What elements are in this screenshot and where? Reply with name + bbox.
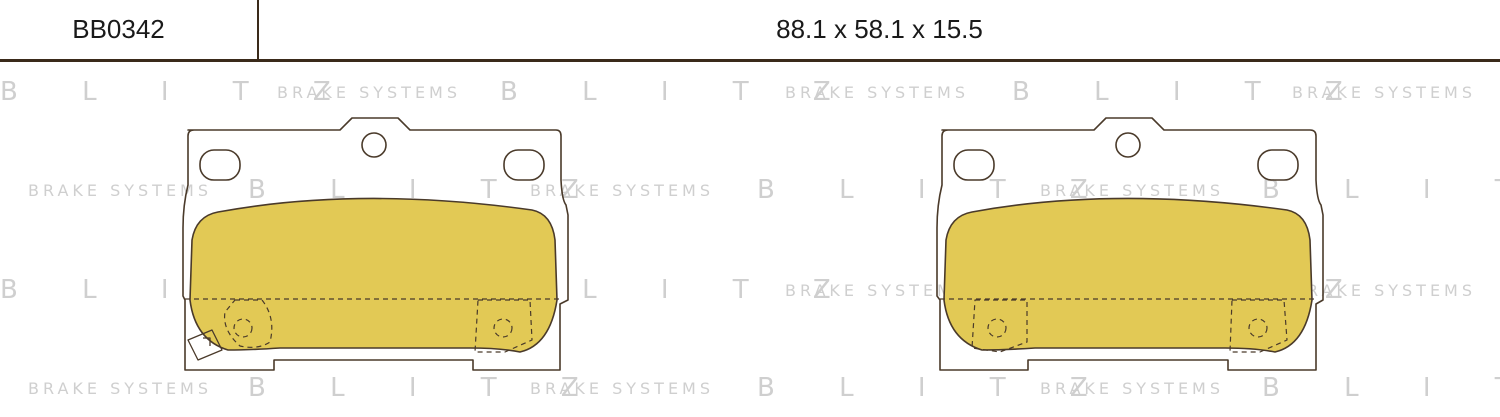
header: BB0342 88.1 x 58.1 x 15.5 (0, 0, 1500, 62)
clip-hole-right (1248, 318, 1268, 338)
clip-hole (987, 318, 1007, 338)
brake-pad-left (182, 117, 569, 371)
watermark-tagline: BRAKE SYSTEMS (1292, 281, 1476, 300)
part-number: BB0342 (72, 14, 165, 44)
watermark-brand: B L I T Z (500, 77, 859, 107)
watermark-row-4: BRAKE SYSTEMS B L I T Z BRAKE SYSTEMS B … (28, 373, 1500, 403)
clip-outline (971, 299, 1028, 353)
friction-material (189, 197, 558, 353)
wear-sensor (187, 329, 223, 361)
pad-dimensions: 88.1 x 58.1 x 15.5 (776, 14, 983, 44)
header-rule (0, 59, 1500, 62)
clip-hole (233, 318, 253, 338)
watermark-tagline: BRAKE SYSTEMS (530, 379, 714, 398)
friction-material (943, 197, 1313, 353)
clip-outline (223, 299, 273, 348)
watermark-brand: B L I T Z (1012, 77, 1371, 107)
backing-plate (182, 117, 569, 371)
brake-pad-right (936, 117, 1324, 371)
watermark-row-1: B L I T Z BRAKE SYSTEMS B L I T Z BRAKE … (0, 77, 1476, 107)
mounting-hole-right (1257, 149, 1299, 181)
mounting-hole-left (199, 149, 241, 181)
watermark-tagline: BRAKE SYSTEMS (785, 83, 969, 102)
center-hole (361, 132, 387, 158)
center-hole (1115, 132, 1141, 158)
mounting-hole-left (953, 149, 995, 181)
watermark-tagline: BRAKE SYSTEMS (28, 181, 212, 200)
watermark-tagline: BRAKE SYSTEMS (28, 379, 212, 398)
brake-pad-drawing: B L I T Z BRAKE SYSTEMS B L I T Z BRAKE … (0, 77, 1500, 403)
watermark-brand: B L I T Z (757, 175, 1116, 205)
watermark-tagline: BRAKE SYSTEMS (1040, 181, 1224, 200)
watermark-tagline: BRAKE SYSTEMS (785, 281, 969, 300)
watermark-tagline: BRAKE SYSTEMS (1040, 379, 1224, 398)
clip-hole-right (493, 318, 513, 338)
watermark-brand: B L I T Z (1262, 175, 1500, 205)
watermark-tagline: BRAKE SYSTEMS (277, 83, 461, 102)
watermark-tagline: BRAKE SYSTEMS (1292, 83, 1476, 102)
mounting-hole-right (503, 149, 545, 181)
watermark-brand: B L I T Z (0, 77, 359, 107)
watermark-brand: B L I T Z (248, 373, 607, 403)
watermark-brand: B L I T Z (1262, 373, 1500, 403)
backing-plate (936, 117, 1324, 371)
watermark-brand: B L I T Z (757, 373, 1116, 403)
header-divider (257, 0, 259, 61)
watermark-tagline: BRAKE SYSTEMS (530, 181, 714, 200)
